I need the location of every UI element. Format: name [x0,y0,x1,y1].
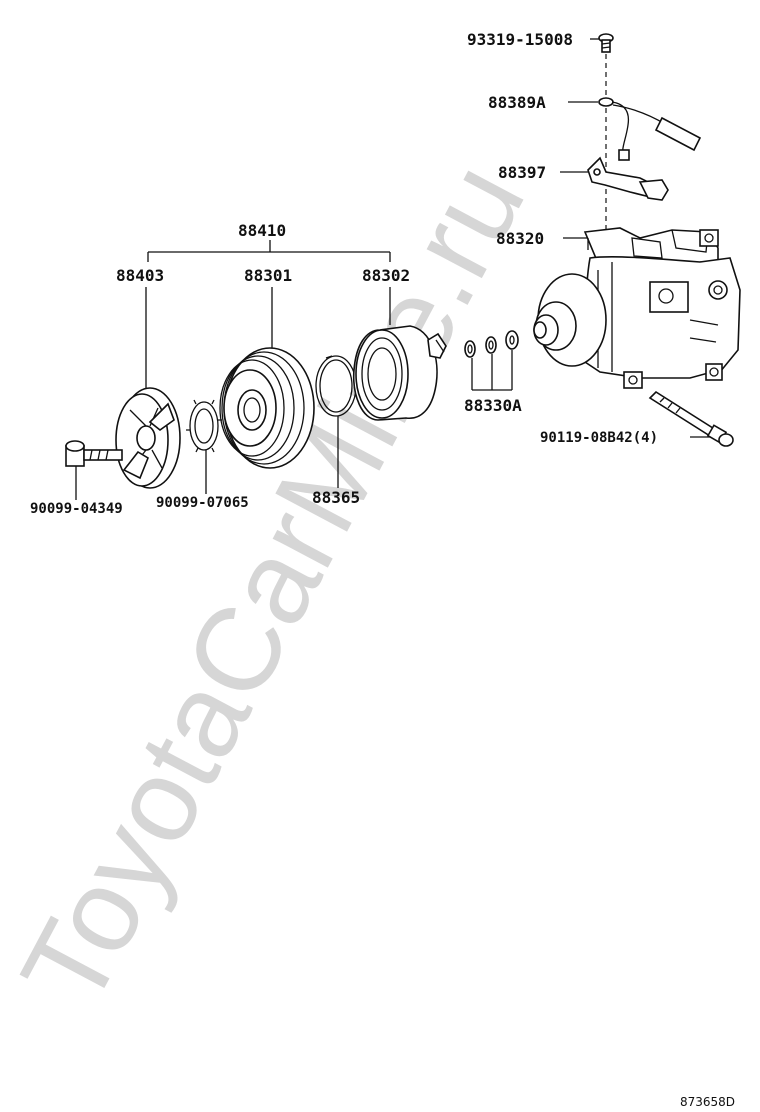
label-88330a: 88330A [464,396,522,415]
bolt-90099-04349 [65,440,123,467]
bracket-88397 [587,156,669,201]
screw-93319 [598,33,614,53]
bolt-90119 [648,390,734,447]
label-93319-15008: 93319-15008 [467,30,573,49]
label-90119-08b42: 90119-08B42(4) [540,430,658,446]
pulley-88301 [219,347,315,469]
label-88302: 88302 [362,266,410,285]
compressor-88320 [533,227,741,389]
clutch-hub-88403 [115,387,181,489]
label-90099-04349: 90099-04349 [30,501,123,517]
label-88320: 88320 [496,229,544,248]
label-88397: 88397 [498,163,546,182]
reference-code: 873658D [680,1095,735,1109]
shims-88330a [464,330,519,358]
label-88410: 88410 [238,221,286,240]
label-88389a: 88389A [488,93,546,112]
label-88301: 88301 [244,266,292,285]
label-90099-07065: 90099-07065 [156,495,249,511]
field-coil-88302 [352,325,447,421]
snap-ring-90099-07065 [186,399,222,453]
label-88365: 88365 [312,488,360,507]
label-88403: 88403 [116,266,164,285]
sensor-88389a [598,97,702,161]
